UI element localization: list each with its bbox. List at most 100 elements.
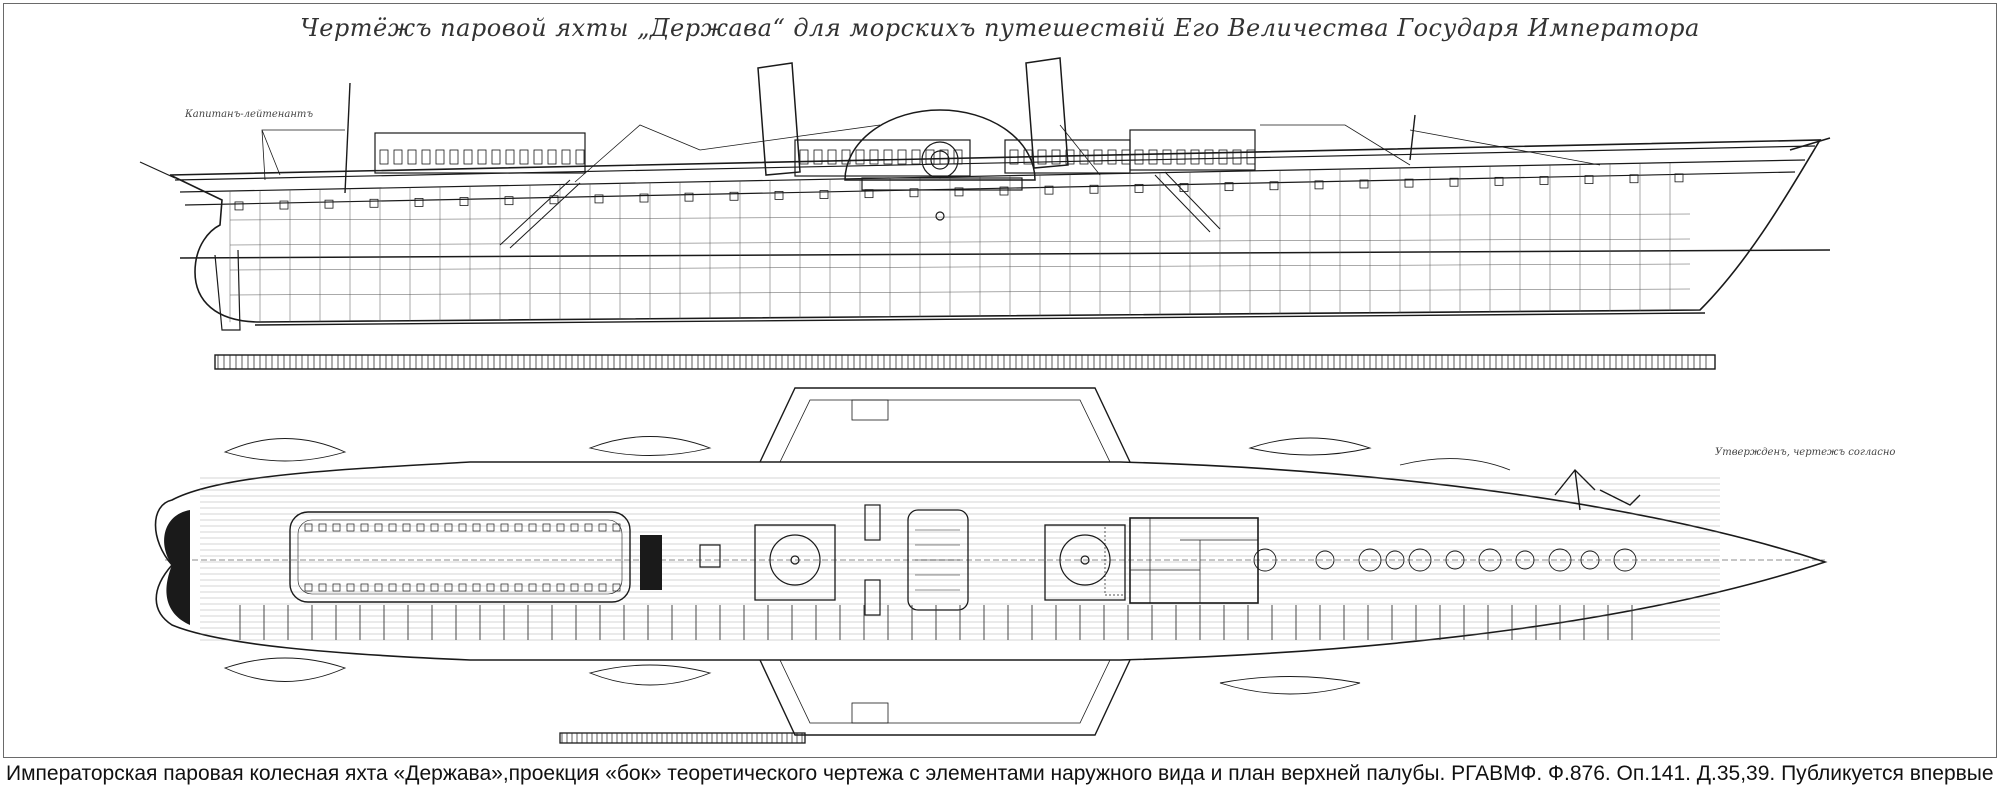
deckhouse-window [421,149,431,165]
drawing-frame [3,3,1997,758]
porthole [1494,176,1504,186]
chair [444,523,453,532]
porthole [639,193,649,203]
porthole [1269,181,1279,191]
sheer-line [184,171,1796,206]
porthole [1224,182,1234,192]
porthole [999,186,1009,196]
deckhouse-window [925,149,935,165]
deckhouse-window [1162,149,1172,165]
deckhouse-window [533,149,543,165]
porthole [1089,184,1099,194]
deckhouse-window [1121,149,1131,165]
chair [556,583,565,592]
water-line [229,288,1691,296]
deckhouse-window [1037,149,1047,165]
porthole [1359,179,1369,189]
chair [500,583,509,592]
deckhouse-window [883,149,893,165]
water-line [229,263,1691,271]
chair [598,523,607,532]
chair [332,523,341,532]
chair [346,583,355,592]
scale-bar-top [214,354,1716,370]
funnel-aft [757,62,801,176]
porthole [1674,173,1684,183]
gunwale-line [179,159,1806,193]
porthole [594,194,604,204]
deckhouse-window [505,149,515,165]
porthole [1179,183,1189,192]
drawing-title: Чертёжъ паровой яхты „Держава“ для морск… [300,14,1700,42]
chair [514,523,523,532]
chair [612,523,621,532]
porthole [1314,180,1324,190]
chair [318,583,327,592]
chair [402,583,411,592]
engine-hatch-aft [754,524,836,601]
water-line [229,213,1691,221]
ship-drawing: Капитанъ-лейтенантъ Утвержденъ, чертежъ … [139,57,1895,744]
chair [430,523,439,532]
rudder [214,249,241,331]
deckhouse-window [519,149,529,165]
deckhouse-window [1134,149,1144,165]
chair [388,583,397,592]
deckhouse-window [1051,149,1061,165]
chair [332,583,341,592]
chair [416,583,425,592]
bridge-rail [861,177,1023,191]
porthole [279,200,289,210]
deckhouse-window [799,149,809,165]
deckhouse-window [855,149,865,165]
plan-frame-posts [239,605,1633,640]
chair [472,583,481,592]
chair [584,583,593,592]
porthole [864,189,874,199]
chair [374,583,383,592]
deckhouse-window [1232,149,1242,165]
funnel-fore [1025,57,1069,169]
deckhouse-window [393,149,403,165]
anchor [1554,468,1641,511]
chair [360,583,369,592]
porthole [684,192,694,202]
chair [374,523,383,532]
chair [388,523,397,532]
chair [486,583,495,592]
chair [304,583,313,592]
chair [444,583,453,592]
porthole [1449,177,1459,187]
stern-shading [164,510,190,625]
deckhouse-window [939,149,949,165]
portholes [234,173,1684,211]
chair [416,523,425,532]
deckhouse-window [449,149,459,165]
deckhouse-window [491,149,501,165]
chair [612,583,621,592]
deckhouse-window [827,149,837,165]
chair [542,583,551,592]
ladder-aft [499,179,581,249]
porthole [1134,183,1144,193]
porthole [459,197,469,206]
chair [304,523,313,532]
deckhouse-window [1023,149,1033,165]
deckhouse-window [1093,149,1103,165]
scale-bar-bottom [559,732,806,744]
deck-line [174,145,1816,181]
porthole [819,190,829,199]
deckhouse-window [1148,149,1158,165]
deckhouse-window [1107,149,1117,165]
deckhouse-window [1218,149,1228,165]
caption: Императорская паровая колесная яхта «Дер… [6,762,1994,785]
deckhouse-window [869,149,879,165]
porthole [504,196,514,206]
deck-plan [154,355,1828,744]
chair [472,523,481,532]
chair [528,583,537,592]
deckhouse-window [953,149,963,165]
bowsprit [1789,137,1831,151]
chair [570,523,579,532]
chair [430,583,439,592]
